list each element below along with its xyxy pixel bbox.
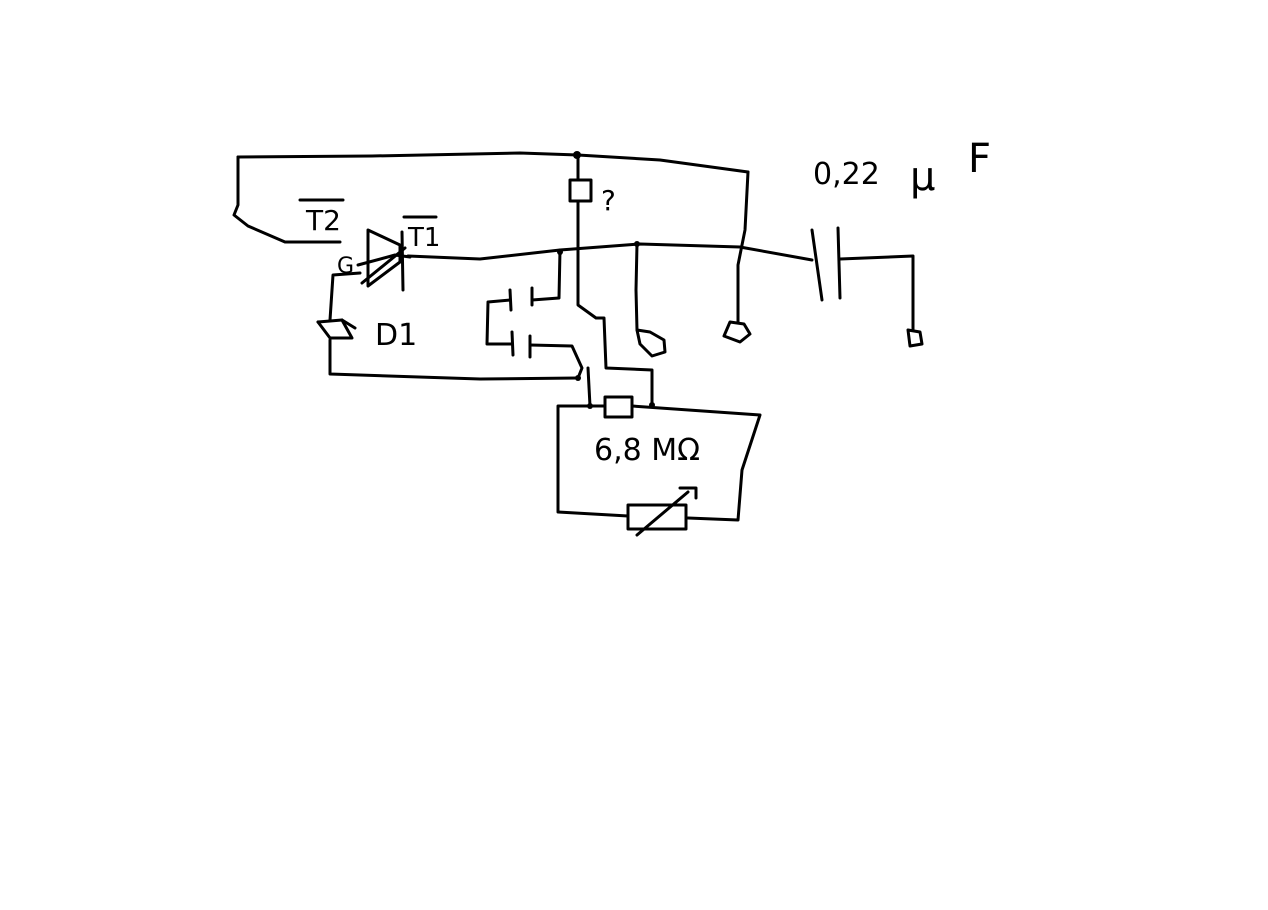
capacitor-unit-label: F: [968, 136, 991, 182]
switch-right-wire: [530, 248, 562, 302]
capacitor-mu-label: µ: [910, 154, 935, 200]
left-loop-wire: [232, 155, 342, 244]
switch-left-wire: [485, 298, 514, 346]
switch-contact-icon: [508, 286, 534, 359]
cap-right-wire: [838, 254, 915, 332]
terminals: [635, 320, 924, 358]
resistor-icon: [568, 178, 593, 203]
junction-top: [573, 151, 581, 159]
junction-switch: [557, 249, 563, 255]
resistor-bottom-label: 6,8 MΩ: [594, 433, 700, 468]
lower-loop-top-right: [630, 404, 762, 522]
transistor-1-label: T1: [407, 223, 440, 253]
wires: [232, 151, 915, 522]
variable-resistor-icon: [626, 486, 698, 537]
main-bus-wire: [406, 242, 814, 262]
bus-drop-wire: [634, 242, 639, 332]
capacitor-icon: [810, 226, 842, 302]
resistor-bottom-lead: [576, 199, 654, 406]
labels: 0,22 µ F T2 T1 G D1 ? 6,8 MΩ: [298, 136, 991, 468]
resistor-top-label: ?: [601, 184, 616, 217]
resistor-6m8-icon: [603, 395, 634, 419]
junction-res-right: [649, 402, 655, 408]
junctions: [557, 151, 655, 409]
lower-loop-left: [556, 366, 630, 518]
switch-lower-right-wire: [528, 343, 584, 380]
transistor-2-label: T2: [305, 204, 341, 237]
terminal-icon: [722, 320, 752, 344]
diode-gate-wire: [328, 271, 362, 322]
junction-res-left: [587, 403, 593, 409]
terminal-icon: [635, 328, 667, 358]
zener-diode-icon: [316, 318, 357, 340]
terminal-icon: [906, 328, 924, 348]
thyristor-icon: [356, 228, 412, 292]
junction-bus: [634, 241, 640, 247]
junction-lower: [575, 375, 581, 381]
top-rail-wire: [236, 151, 750, 174]
gate-label: G: [337, 254, 354, 279]
diode-label: D1: [375, 318, 417, 353]
capacitor-value-label: 0,22: [813, 157, 880, 192]
lower-return-wire: [328, 338, 580, 381]
